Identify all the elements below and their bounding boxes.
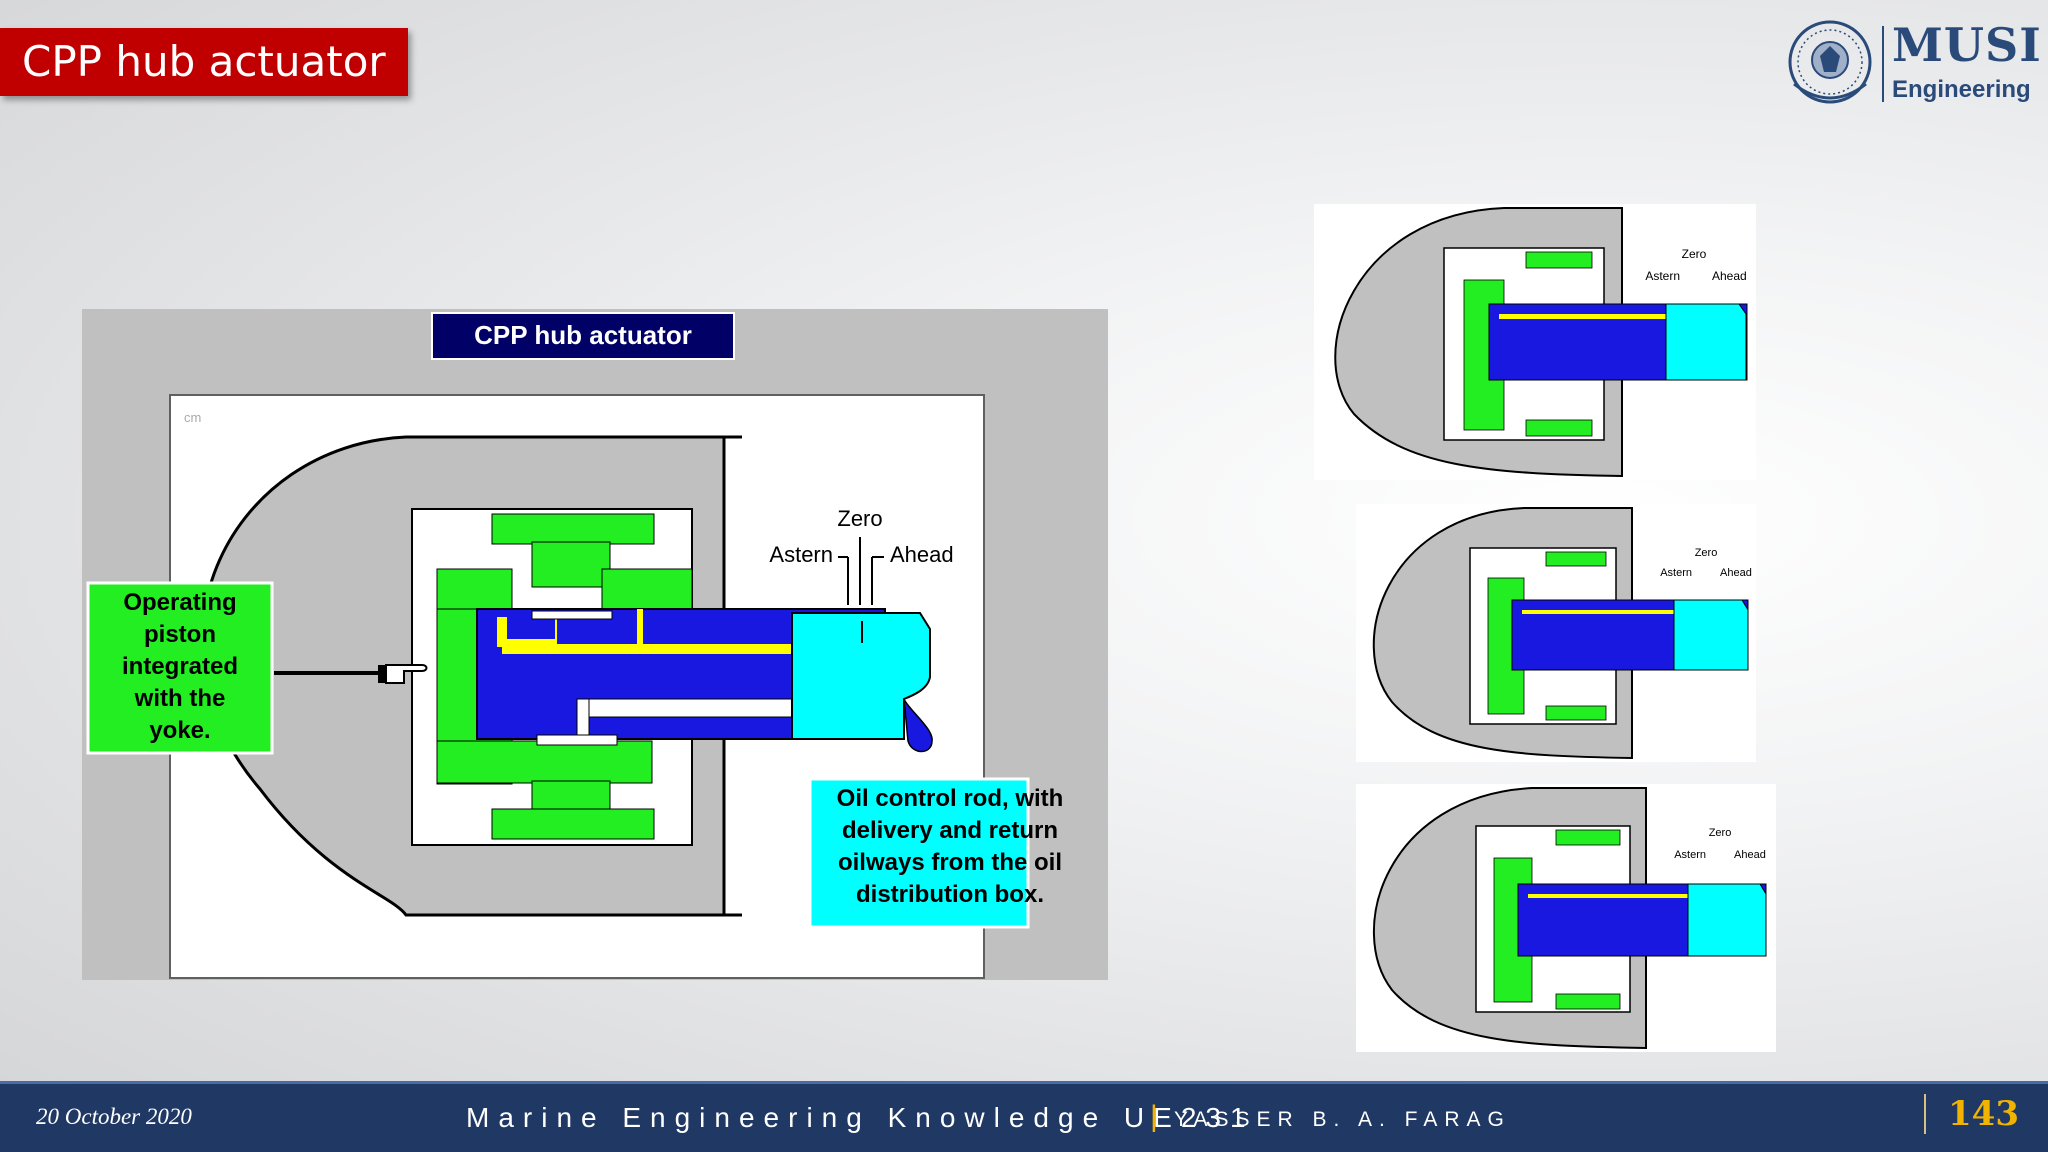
thumb-zero-label: Zero	[1695, 547, 1718, 559]
figure-banner	[431, 312, 735, 360]
thumb-ahead-label: Ahead	[1734, 849, 1766, 861]
rod-callout-line: Oil control rod, with	[837, 785, 1064, 812]
page-number-divider	[1924, 1094, 1926, 1134]
footer-separator: |	[1150, 1100, 1158, 1133]
footer-date: 20 October 2020	[36, 1104, 192, 1129]
thumb-ahead-label: Ahead	[1720, 567, 1752, 579]
piston-callout-line: with the	[134, 685, 226, 712]
emblem-icon	[1788, 20, 1872, 104]
corner-mark: cm	[184, 410, 201, 425]
thumb-astern-label: Astern	[1674, 849, 1706, 861]
footer-bar	[0, 1081, 2048, 1152]
oil-control-rod	[476, 608, 933, 753]
thumb-astern-label: Astern	[1660, 567, 1692, 579]
logo-divider	[1882, 26, 1884, 102]
logo-name: MUSI	[1892, 18, 2042, 72]
thumb-zero-label: Zero	[1682, 247, 1707, 261]
piston-callout-line: yoke.	[149, 717, 210, 744]
rod-callout-line: oilways from the oil	[838, 849, 1062, 876]
rod-callout-line: delivery and return	[842, 817, 1058, 844]
footer-course: Marine Engineering Knowledge UE231	[466, 1102, 1255, 1133]
piston-callout-line: Operating	[123, 589, 236, 616]
footer-author: YASSER B. A. FARAG	[1174, 1108, 1511, 1131]
thumb-astern-label: Astern	[1645, 269, 1680, 283]
logo-subtitle: Engineering	[1892, 76, 2031, 103]
slide-title: CPP hub actuator	[0, 28, 408, 96]
page-number: 143	[1948, 1094, 2019, 1134]
thumbnail-diagram: Zero Astern Ahead	[1356, 784, 1776, 1052]
piston-callout-line: integrated	[122, 653, 238, 680]
piston-callout-line: piston	[144, 621, 216, 648]
hub-actuator-diagram: cm CPP hub actuator Zero Astern	[82, 309, 1108, 980]
figure-banner-text: CPP hub actuator	[474, 320, 692, 350]
rod-callout-line: distribution box.	[856, 881, 1044, 908]
rod-callout	[808, 777, 1030, 929]
piston-callout	[86, 581, 274, 755]
thumb-ahead-label: Ahead	[1712, 269, 1747, 283]
position-indicator: Zero Astern Ahead	[769, 506, 954, 605]
ahead-label: Ahead	[890, 542, 954, 567]
astern-label: Astern	[769, 542, 833, 567]
thumb-zero-label: Zero	[1709, 827, 1732, 839]
thumbnail-diagram: Zero Astern Ahead	[1356, 504, 1756, 762]
pointing-hand-icon	[378, 664, 428, 684]
zero-label: Zero	[837, 506, 882, 531]
footer-divider	[0, 1081, 2048, 1084]
thumbnail-diagram: Zero Astern Ahead	[1314, 204, 1756, 480]
